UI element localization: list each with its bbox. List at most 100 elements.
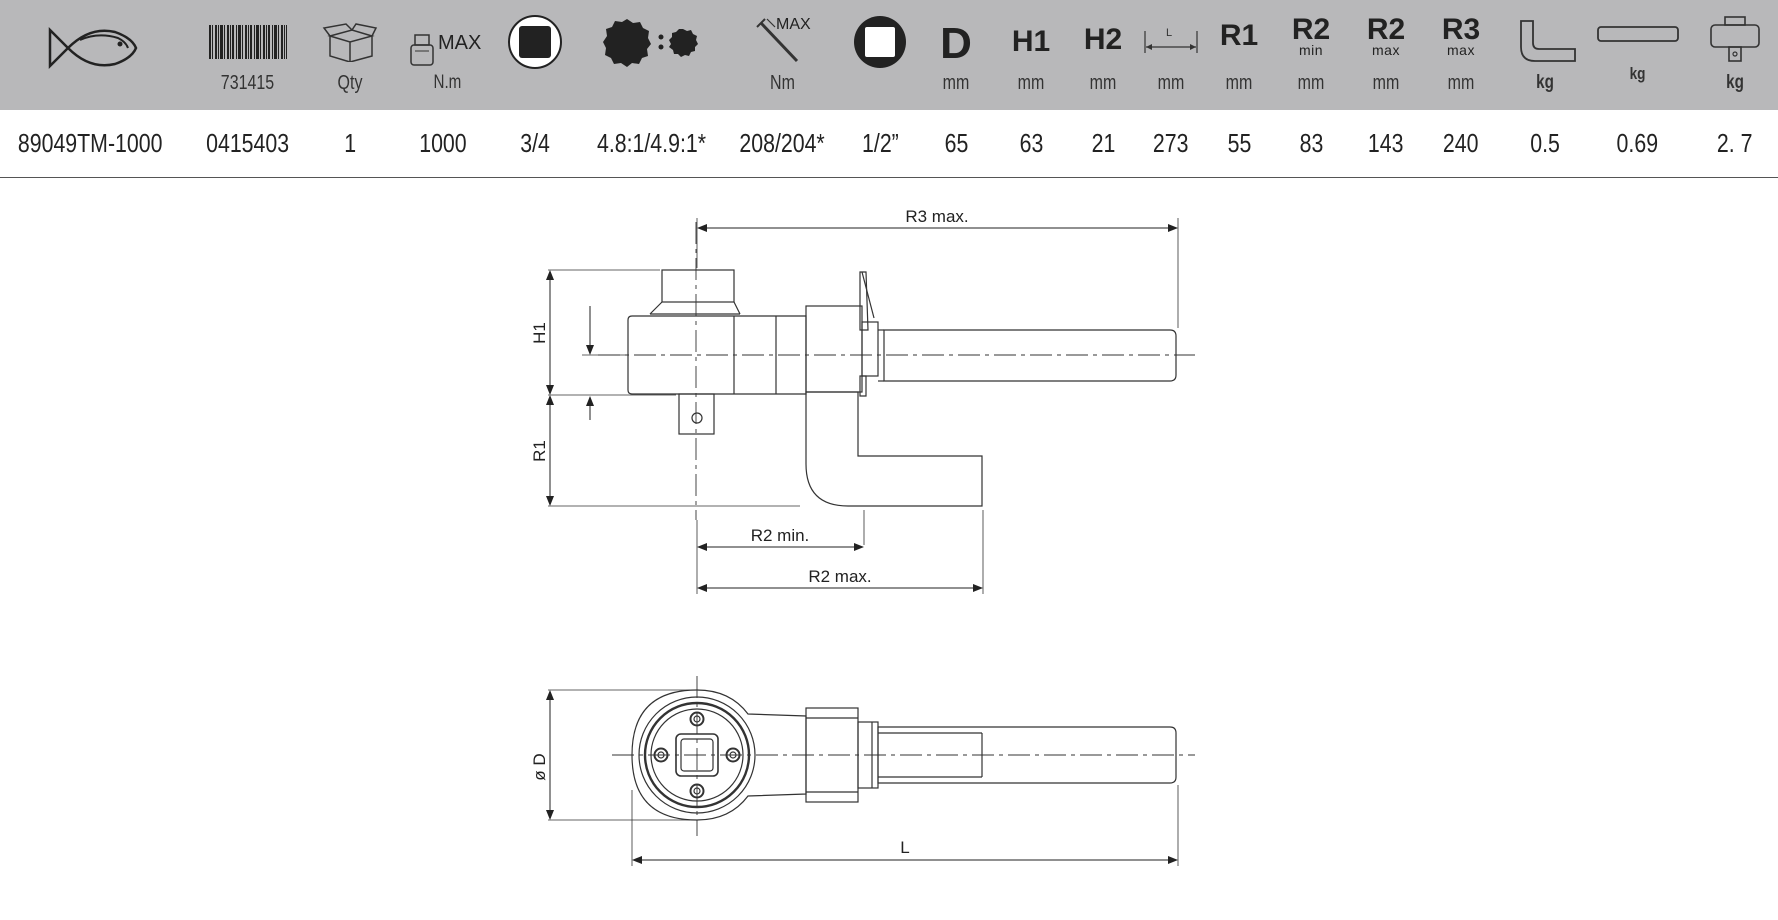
r3-unit: mm bbox=[1447, 72, 1475, 94]
l-label: L bbox=[900, 838, 909, 857]
lever-unit-label: Nm bbox=[770, 72, 795, 94]
cell-weight-bar: 0.69 bbox=[1616, 128, 1659, 158]
barcode-icon bbox=[208, 25, 287, 59]
header-l-cell: L mm bbox=[1142, 0, 1200, 110]
r2min-sub: min bbox=[1298, 42, 1324, 58]
r3-sub: max bbox=[1447, 42, 1475, 58]
cell-l: 273 bbox=[1153, 128, 1189, 158]
gear-ratio-icon bbox=[602, 19, 698, 67]
d-label: ø D bbox=[530, 753, 549, 780]
cell-h1: 63 bbox=[1019, 128, 1043, 158]
header-ean-cell: 731415 bbox=[195, 0, 300, 110]
r2min-label: R2 min. bbox=[751, 526, 810, 545]
torque-unit-label: N.m bbox=[433, 72, 462, 93]
l-unit: mm bbox=[1157, 72, 1185, 94]
header-bar-weight-cell: kg bbox=[1590, 0, 1685, 110]
header-d-cell: D mm bbox=[925, 0, 987, 110]
cell-ratio: 4.8:1/4.9:1* bbox=[596, 128, 707, 158]
lever-max-label: MAX bbox=[776, 16, 811, 33]
top-head-bolts bbox=[653, 711, 741, 799]
torque-socket-icon bbox=[409, 34, 434, 66]
header-h2-cell: H2 mm bbox=[1072, 0, 1134, 110]
cell-lever-force: 208/204* bbox=[739, 128, 826, 158]
cell-drive-out: 1/2” bbox=[861, 128, 899, 158]
top-dimensions bbox=[546, 690, 1178, 864]
cell-weight-reaction: 0.5 bbox=[1530, 128, 1560, 158]
max-label: MAX bbox=[438, 32, 482, 54]
reaction-weight-unit: kg bbox=[1536, 72, 1554, 93]
gearbox-housing bbox=[627, 315, 807, 395]
top-square-drive bbox=[661, 269, 735, 303]
side-flange bbox=[805, 305, 863, 393]
cell-torque: 1000 bbox=[418, 128, 467, 158]
header-drive-in-cell bbox=[495, 0, 575, 110]
top-head-ring-outer bbox=[638, 696, 756, 814]
technical-drawing: R3 max. H1 R1 R2 min. R2 max. bbox=[530, 207, 1195, 866]
barcode-number: 731415 bbox=[220, 72, 275, 94]
header-qty-cell: Qty bbox=[310, 0, 390, 110]
cell-r3-max: 240 bbox=[1443, 128, 1479, 158]
h1-unit: mm bbox=[1017, 72, 1045, 94]
cell-r2-max: 143 bbox=[1368, 128, 1404, 158]
bottom-square-drive bbox=[678, 393, 715, 435]
header-total-weight-cell: kg bbox=[1695, 0, 1775, 110]
square-drive-male-icon bbox=[854, 16, 906, 68]
h2-symbol: H2 bbox=[1083, 23, 1123, 56]
r2max-unit: mm bbox=[1372, 72, 1400, 94]
l-symbol: L bbox=[1166, 27, 1173, 39]
r3-label: R3 max. bbox=[905, 207, 968, 226]
side-view bbox=[548, 218, 1195, 594]
box-icon bbox=[322, 23, 378, 62]
top-square-drive bbox=[675, 733, 719, 777]
side-handle-bar bbox=[883, 329, 1177, 382]
cell-h2: 21 bbox=[1091, 128, 1115, 158]
spec-table-row: 89049TM-1000 0415403 1 1000 3/4 4.8:1/4.… bbox=[0, 110, 1778, 178]
total-weight-unit: kg bbox=[1726, 72, 1744, 93]
side-reaction-arm bbox=[805, 391, 983, 507]
header-ratio-cell bbox=[595, 0, 710, 110]
fish-logo-icon bbox=[48, 26, 138, 70]
cell-qty: 1 bbox=[344, 128, 356, 158]
cell-ref: 89049TM-1000 bbox=[17, 128, 163, 158]
header-torque-cell: MAX N.m bbox=[400, 0, 485, 110]
top-view bbox=[548, 676, 1195, 866]
header-ref-cell bbox=[0, 0, 180, 110]
cell-drive-in: 3/4 bbox=[520, 128, 550, 158]
r1-unit: mm bbox=[1225, 72, 1253, 94]
cell-r2-min: 83 bbox=[1299, 128, 1323, 158]
header-reaction-weight-cell: kg bbox=[1510, 0, 1580, 110]
square-drive-female-icon bbox=[508, 15, 562, 69]
r2min-unit: mm bbox=[1297, 72, 1325, 94]
r2min-symbol: R2 bbox=[1291, 13, 1331, 46]
r3-symbol: R3 bbox=[1441, 13, 1481, 46]
header-r1-cell: R1 mm bbox=[1208, 0, 1270, 110]
header-drive-out-cell bbox=[845, 0, 915, 110]
cell-d: 65 bbox=[944, 128, 968, 158]
h1-symbol: H1 bbox=[1011, 25, 1051, 58]
spec-table-header: 731415 Qty MAX N.m bbox=[0, 0, 1778, 110]
lever-bar-weight-icon bbox=[1596, 26, 1679, 42]
h1-label: H1 bbox=[530, 322, 549, 344]
length-dimension-icon bbox=[1144, 31, 1198, 53]
top-handle-bar bbox=[877, 726, 1177, 784]
r2max-symbol: R2 bbox=[1366, 13, 1406, 46]
side-dimensions bbox=[546, 224, 1178, 592]
d-symbol: D bbox=[940, 19, 972, 68]
multiplier-weight-icon bbox=[1710, 16, 1760, 62]
lever-bar-icon bbox=[755, 18, 798, 63]
r1-label: R1 bbox=[530, 440, 549, 462]
bar-weight-unit: kg bbox=[1629, 64, 1646, 83]
r1-symbol: R1 bbox=[1219, 19, 1259, 52]
r2max-sub: max bbox=[1372, 42, 1400, 58]
qty-label: Qty bbox=[337, 72, 363, 94]
h2-unit: mm bbox=[1089, 72, 1117, 94]
header-h1-cell: H1 mm bbox=[1000, 0, 1062, 110]
r2max-label: R2 max. bbox=[808, 567, 871, 586]
cell-ean: 0415403 bbox=[205, 128, 289, 158]
top-head-outline bbox=[631, 689, 807, 821]
d-unit: mm bbox=[942, 72, 970, 94]
cell-r1: 55 bbox=[1227, 128, 1251, 158]
